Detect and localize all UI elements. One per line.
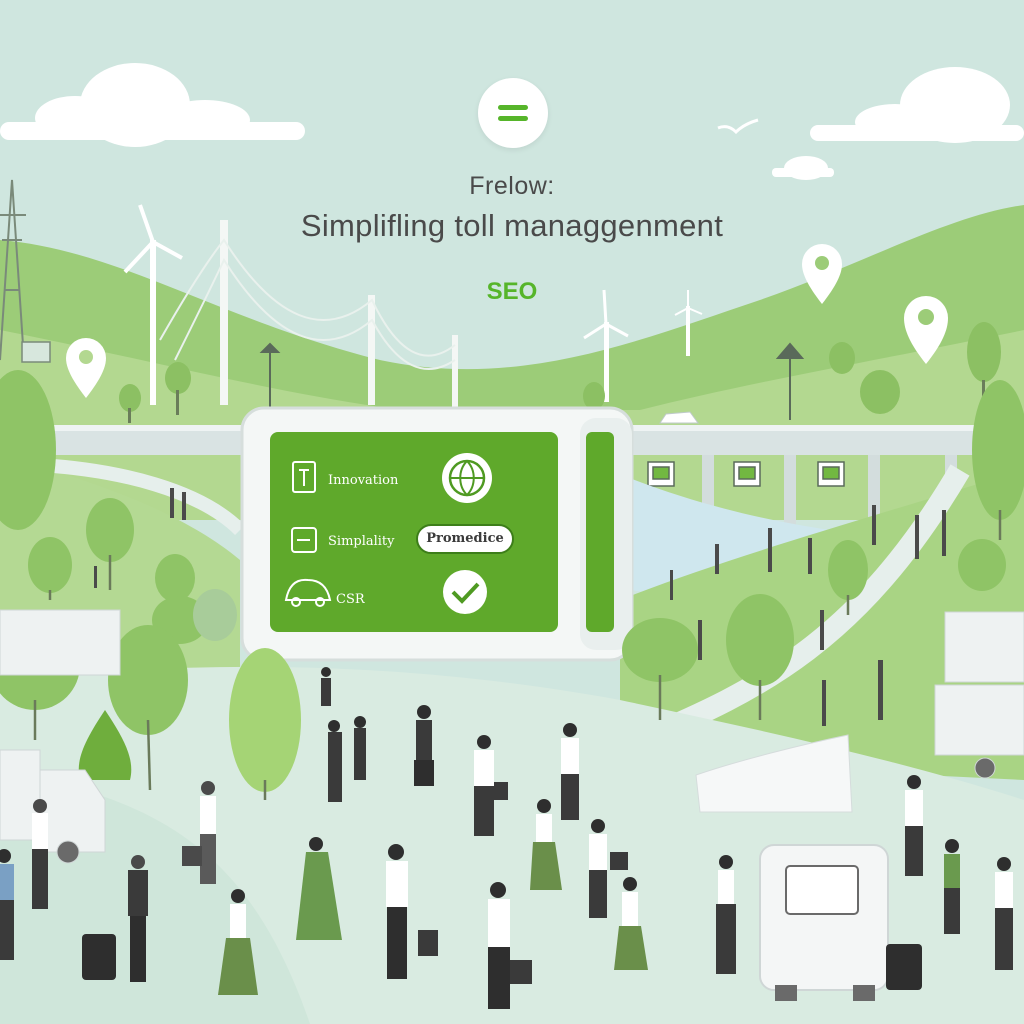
wind-turbine-2 — [583, 289, 629, 402]
simplicity-icon — [291, 527, 317, 553]
checkmark-icon — [443, 570, 487, 614]
seo-tag: SEO — [486, 278, 538, 305]
csr-car-icon — [284, 578, 332, 607]
cloud-left — [0, 63, 305, 147]
map-pin-icon — [802, 244, 842, 304]
fern-tree — [78, 710, 132, 780]
ticket-machine — [759, 844, 889, 1001]
kiosk-item-label: Simplality — [328, 534, 395, 549]
map-pin-icon — [66, 338, 106, 398]
kiosk-item-label: Innovation — [328, 473, 399, 488]
hamburger-menu-icon — [498, 116, 528, 121]
page-subtitle: Simplifling toll managgenment — [300, 208, 724, 243]
tree-trunks — [33, 510, 1002, 800]
toll-sign — [647, 461, 845, 487]
truck — [0, 609, 1024, 864]
kiosk-cta-button[interactable]: Promedice — [416, 524, 514, 554]
hamburger-menu-icon — [498, 105, 528, 110]
kiosk-item-label: CSR — [336, 592, 365, 607]
road-left — [39, 458, 245, 536]
lamp-post — [259, 342, 805, 420]
cloud-right — [810, 67, 1024, 143]
canopy — [695, 734, 853, 813]
globe-icon — [442, 453, 492, 503]
suspension-cables — [159, 220, 458, 407]
power-pylon — [0, 179, 26, 361]
car — [659, 411, 699, 424]
page-title: Frelow: — [469, 172, 555, 200]
tree — [119, 322, 1001, 423]
bird — [717, 118, 759, 135]
map-pin-icon — [904, 296, 948, 364]
people — [0, 488, 1013, 1009]
wind-turbine-1 — [123, 204, 183, 405]
menu-button[interactable] — [478, 78, 548, 148]
wind-turbine-3 — [674, 290, 703, 356]
solar-panel — [21, 341, 51, 363]
innovation-icon — [292, 461, 316, 493]
cloud-small — [772, 156, 834, 180]
